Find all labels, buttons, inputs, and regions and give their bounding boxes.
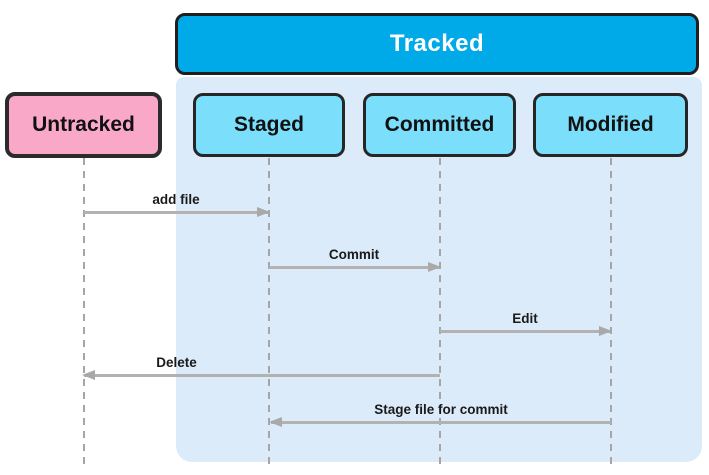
arrowhead-right-icon (599, 326, 612, 336)
tracked-header-label: Tracked (389, 30, 485, 57)
arrowhead-right-icon (428, 262, 441, 272)
transition-label-edit: Edit (512, 311, 538, 326)
state-label-modified: Modified (567, 113, 654, 136)
state-label-staged: Staged (233, 113, 304, 136)
arrowhead-left-icon (82, 370, 95, 380)
transition-label-add-file: add file (152, 192, 200, 207)
transition-arrow-add-file: add file (84, 192, 270, 217)
tracked-header-box: Tracked (175, 13, 699, 75)
state-box-untracked: Untracked (5, 92, 162, 158)
transition-label-stage-file: Stage file for commit (374, 402, 508, 417)
lifeline-committed (439, 158, 441, 470)
arrowhead-right-icon (257, 207, 270, 217)
transition-arrow-commit: Commit (269, 247, 441, 272)
state-box-committed: Committed (363, 93, 516, 157)
lifeline-staged (268, 158, 270, 470)
transition-label-commit: Commit (328, 247, 380, 262)
transition-arrow-stage-file: Stage file for commit (269, 402, 611, 427)
state-label-committed: Committed (384, 113, 495, 136)
transition-label-delete: Delete (156, 355, 197, 370)
lifeline-untracked (83, 158, 85, 470)
state-box-staged: Staged (193, 93, 345, 157)
transition-arrow-edit: Edit (440, 311, 612, 336)
lifeline-modified (610, 158, 612, 470)
transition-arrow-delete: Delete (82, 355, 440, 380)
arrowhead-left-icon (269, 417, 282, 427)
state-box-modified: Modified (533, 93, 688, 157)
state-label-untracked: Untracked (32, 113, 135, 136)
